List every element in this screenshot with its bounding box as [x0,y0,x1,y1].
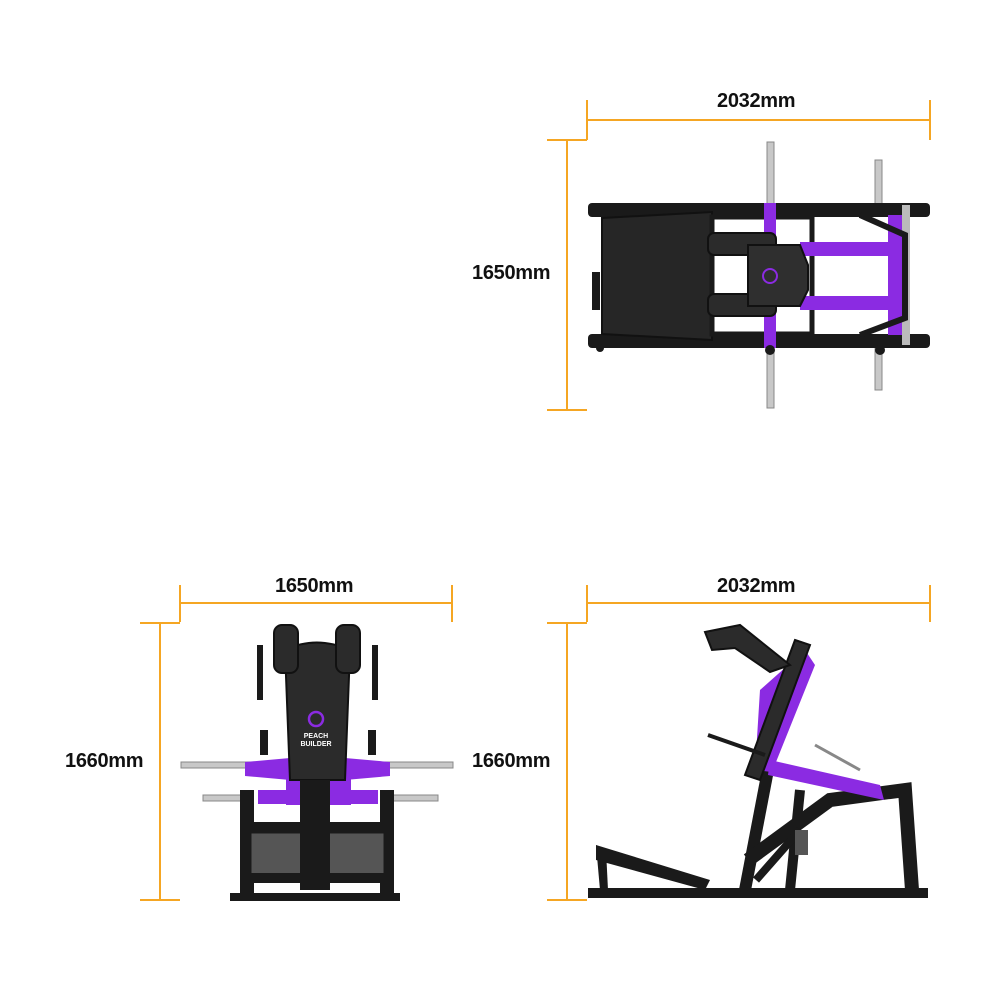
dimension-lines [140,100,931,901]
side-view-height-label: 1660mm [472,750,551,772]
brand-line-1: PEACH [304,733,329,740]
front-view-height-label: 1660mm [65,750,144,772]
machine-side-view [588,623,928,898]
machine-top-view [588,141,930,409]
brand-line-2: BUILDER [300,741,331,748]
front-view-width-label: 1650mm [275,575,354,597]
brand-logo-icon [307,710,325,728]
top-view-height-label: 1650mm [472,262,551,284]
side-view-width-label: 2032mm [717,575,796,597]
top-view-width-label: 2032mm [717,90,796,112]
machine-front-view: PEACH BUILDER [180,624,454,901]
